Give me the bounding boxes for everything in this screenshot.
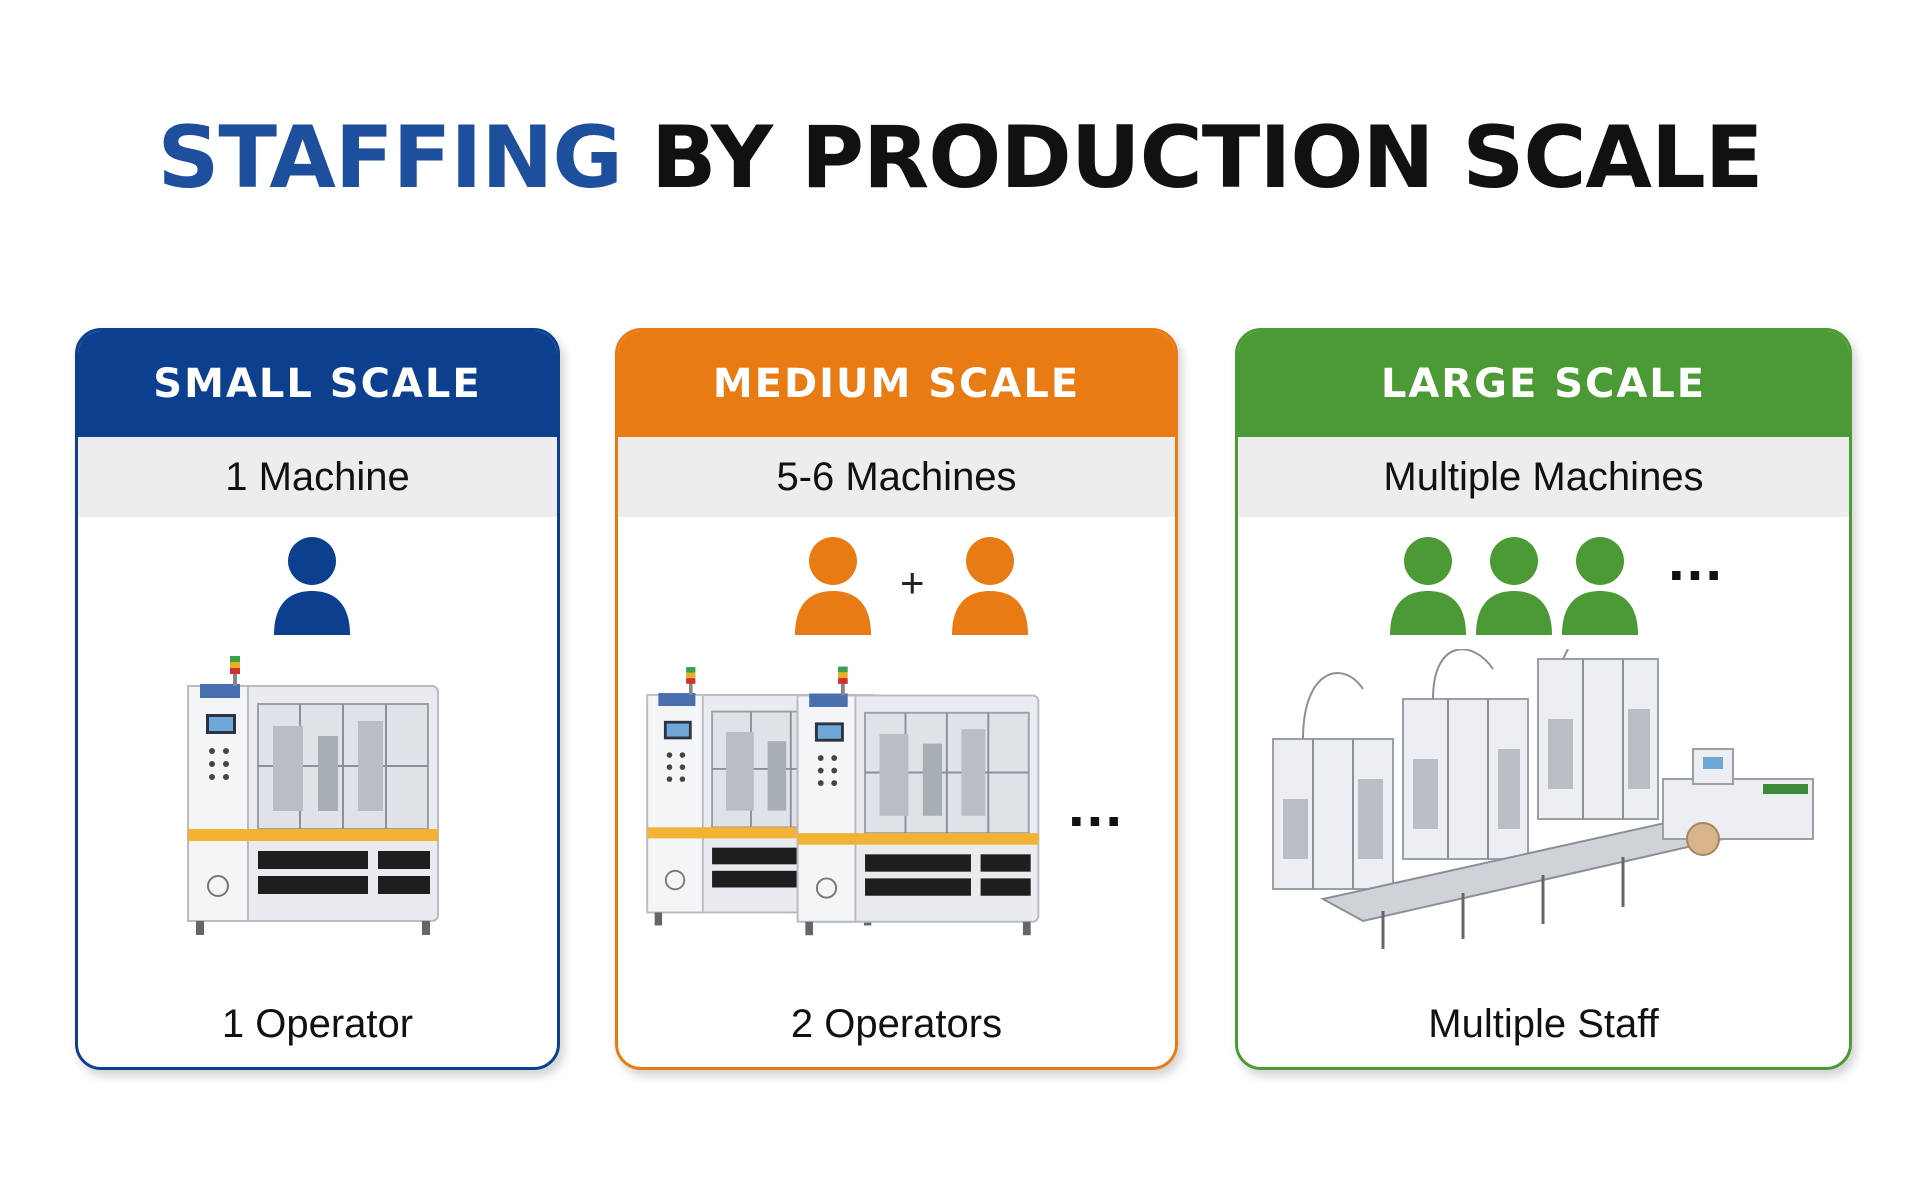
card-header: LARGE SCALE [1238,331,1849,437]
staff-count: Multiple Staff [1428,1002,1659,1046]
page-title: STAFFING BY PRODUCTION SCALE [0,108,1920,208]
card-large-scale: LARGE SCALE Multiple Machines ... [1235,328,1852,1070]
staff-count: 2 Operators [790,1002,1003,1046]
cup-machine-image [178,656,448,956]
production-line-image [1272,649,1814,949]
person-icon [950,535,1030,635]
machine-count: 1 Machine [78,437,557,517]
more-indicator: ... [1068,772,1125,839]
title-rest: BY PRODUCTION SCALE [622,108,1764,208]
machine-count: Multiple Machines [1238,437,1849,517]
card-header: SMALL SCALE [78,331,557,437]
cup-machine-image [788,666,1048,956]
person-icon [1560,535,1640,635]
person-icon [793,535,873,635]
person-icon [272,535,352,635]
operator-icons [78,535,557,635]
card-header: MEDIUM SCALE [618,331,1175,437]
more-indicator: ... [1668,526,1725,593]
person-icon [1474,535,1554,635]
operator-icons: + [618,535,1175,635]
staff-count: 1 Operator [221,1002,414,1046]
machine-count: 5-6 Machines [618,437,1175,517]
person-icon [1388,535,1468,635]
card-medium-scale: MEDIUM SCALE 5-6 Machines + ... 2 Operat… [615,328,1178,1070]
title-highlight: STAFFING [157,108,623,208]
card-small-scale: SMALL SCALE 1 Machine 1 Operator [75,328,560,1070]
plus-sign: + [900,559,925,606]
staff-icons: ... [1238,526,1849,635]
